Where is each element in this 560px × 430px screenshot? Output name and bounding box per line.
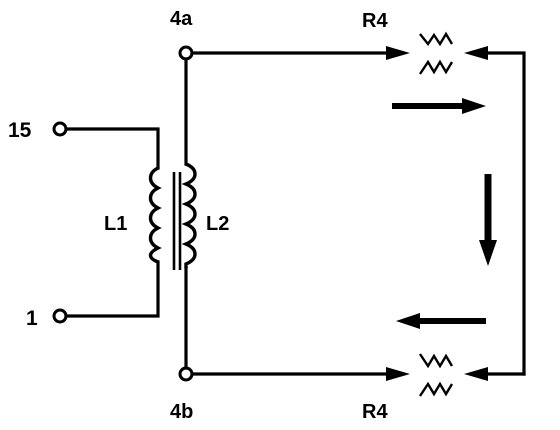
wire-right-top — [478, 51, 526, 376]
spark-gap-bottom-label: R4 — [362, 401, 388, 423]
flow-arrow-down — [479, 174, 497, 266]
transformer-core — [172, 172, 182, 270]
terminal-4b-label: 4b — [170, 401, 193, 423]
primary-wire-bottom — [64, 260, 160, 318]
secondary-coil-label: L2 — [206, 213, 229, 235]
secondary-circuit: 4a 4b L2 — [170, 8, 229, 423]
spark-gap-top-label: R4 — [362, 10, 388, 32]
flow-arrow-right — [392, 98, 486, 114]
top-spark-circuit: R4 — [190, 10, 526, 376]
secondary-coil — [181, 162, 197, 268]
arrowhead-top-gap-left — [386, 46, 410, 60]
terminal-4b[interactable] — [178, 366, 194, 382]
current-flow-arrows — [392, 98, 497, 329]
terminal-1[interactable] — [52, 308, 68, 324]
spark-gap-bottom-upper-electrode — [419, 353, 454, 369]
terminal-15[interactable] — [52, 121, 68, 137]
terminal-1-label: 1 — [26, 307, 38, 330]
flow-arrow-left — [396, 313, 486, 329]
primary-circuit: 15 1 L1 — [8, 119, 162, 330]
arrowhead-bottom-gap-right — [464, 367, 488, 381]
spark-gap-bottom — [419, 353, 454, 397]
bottom-spark-circuit: R4 — [190, 353, 526, 423]
terminal-15-label: 15 — [8, 119, 32, 142]
primary-coil-label: L1 — [104, 213, 127, 235]
arrowhead-bottom-gap-left — [386, 367, 410, 381]
spark-gap-top-lower-electrode — [419, 59, 454, 75]
spark-gap-top — [419, 31, 454, 75]
primary-wire-top — [64, 127, 160, 170]
spark-gap-bottom-lower-electrode — [419, 381, 454, 397]
spark-gap-top-upper-electrode — [419, 31, 454, 47]
terminal-4a[interactable] — [178, 45, 194, 61]
arrowhead-top-gap-right — [464, 46, 488, 60]
primary-coil — [148, 166, 162, 264]
terminal-4a-label: 4a — [170, 8, 193, 30]
